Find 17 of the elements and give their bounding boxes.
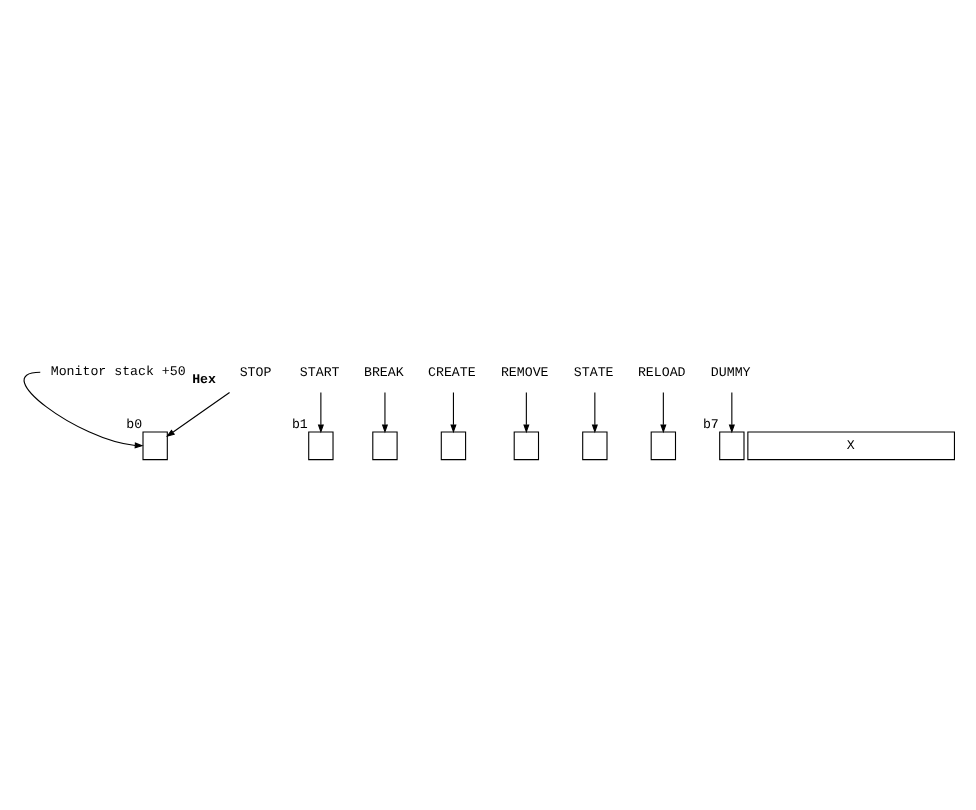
arrow (590, 390, 597, 433)
arrow (659, 390, 666, 433)
node-box (141, 430, 167, 460)
node-box (439, 430, 466, 460)
node-box (512, 430, 539, 460)
node-box (718, 430, 744, 460)
node-box (649, 430, 676, 460)
node-box (581, 430, 607, 460)
arrow (22, 370, 143, 448)
node-box (307, 430, 333, 460)
arrow (165, 390, 230, 437)
arrow (380, 390, 388, 433)
arrow (316, 390, 323, 433)
node-box (371, 430, 397, 460)
arrow (449, 390, 456, 433)
arrow (522, 390, 529, 433)
arrow (727, 390, 734, 433)
